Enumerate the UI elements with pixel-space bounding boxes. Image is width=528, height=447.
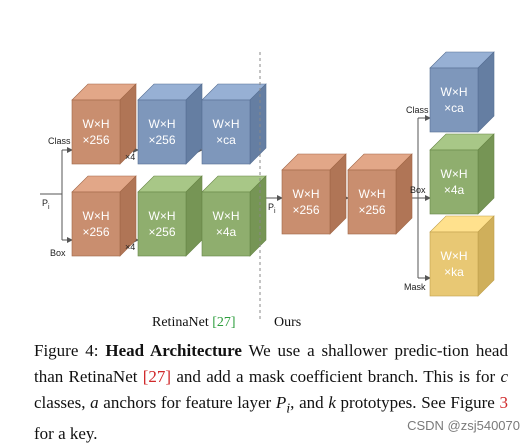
left-box-block-1: W×H ×256: [71, 175, 137, 257]
left-class-block-2: W×H ×256: [137, 83, 203, 165]
left-input-label: Pi: [42, 198, 50, 211]
right-box-block-dims: W×H: [441, 167, 468, 181]
left-box-block-3: W×H ×4a: [201, 175, 267, 257]
right-mask-block: W×H ×ka: [429, 215, 495, 297]
right-class-block-dims: W×H: [441, 85, 468, 99]
left-class-block-2-channels: ×256: [148, 133, 175, 147]
right-input-label: Pi: [268, 202, 276, 215]
right-mask-label: Mask: [404, 282, 426, 292]
figure-caption: Figure 4: Head Architecture We use a sha…: [34, 341, 509, 444]
caption-ref-27[interactable]: [27]: [142, 367, 172, 386]
left-box-block-1-channels: ×256: [82, 225, 109, 239]
right-box-label: Box: [410, 185, 426, 195]
right-proto-block-2: W×H ×256: [347, 153, 413, 235]
left-box-label: Box: [50, 248, 66, 258]
right-proto-block-1-channels: ×256: [292, 203, 319, 217]
left-class-block-3: W×H ×ca: [201, 83, 267, 165]
left-class-block-1: W×H ×256: [71, 83, 137, 165]
right-box-block: W×H ×4a: [429, 133, 495, 215]
left-class-block-3-dims: W×H: [213, 117, 240, 131]
left-class-block-3-channels: ×ca: [216, 133, 236, 147]
left-box-block-2-dims: W×H: [149, 209, 176, 223]
right-mask-block-channels: ×ka: [444, 265, 464, 279]
caption-ref-fig3[interactable]: 3: [499, 393, 509, 412]
right-proto-block-1: W×H ×256: [281, 153, 347, 235]
left-box-block-1-dims: W×H: [83, 209, 110, 223]
left-class-repeat-mark: ×4: [125, 152, 135, 162]
feature-blocks: W×H×256W×H×256W×H×caW×H×256W×H×256W×H×4a…: [71, 51, 495, 297]
caption-figure-label: Figure 4:: [34, 341, 106, 360]
right-proto-block-2-dims: W×H: [359, 187, 386, 201]
right-class-label: Class: [406, 105, 429, 115]
left-class-label: Class: [48, 136, 71, 146]
right-proto-block-2-channels: ×256: [358, 203, 385, 217]
left-class-block-2-dims: W×H: [149, 117, 176, 131]
left-box-block-2-channels: ×256: [148, 225, 175, 239]
right-proto-block-1-dims: W×H: [293, 187, 320, 201]
right-mask-block-dims: W×H: [441, 249, 468, 263]
head-architecture-diagram: W×H×256W×H×256W×H×caW×H×256W×H×256W×H×4a…: [40, 51, 495, 330]
left-box-repeat-mark: ×4: [125, 242, 135, 252]
left-box-block-3-channels: ×4a: [216, 225, 237, 239]
left-class-block-1-channels: ×256: [82, 133, 109, 147]
right-class-block: W×H ×ca: [429, 51, 495, 133]
right-class-block-channels: ×ca: [444, 101, 464, 115]
left-class-block-1-dims: W×H: [83, 117, 110, 131]
ours-label: Ours: [274, 315, 301, 330]
caption-title: Head Architecture: [105, 341, 242, 360]
retinanet-label: RetinaNet [27]: [152, 315, 236, 330]
watermark: CSDN @zsj540070: [407, 418, 520, 433]
left-box-block-2: W×H ×256: [137, 175, 203, 257]
right-box-block-channels: ×4a: [444, 183, 465, 197]
left-box-block-3-dims: W×H: [213, 209, 240, 223]
